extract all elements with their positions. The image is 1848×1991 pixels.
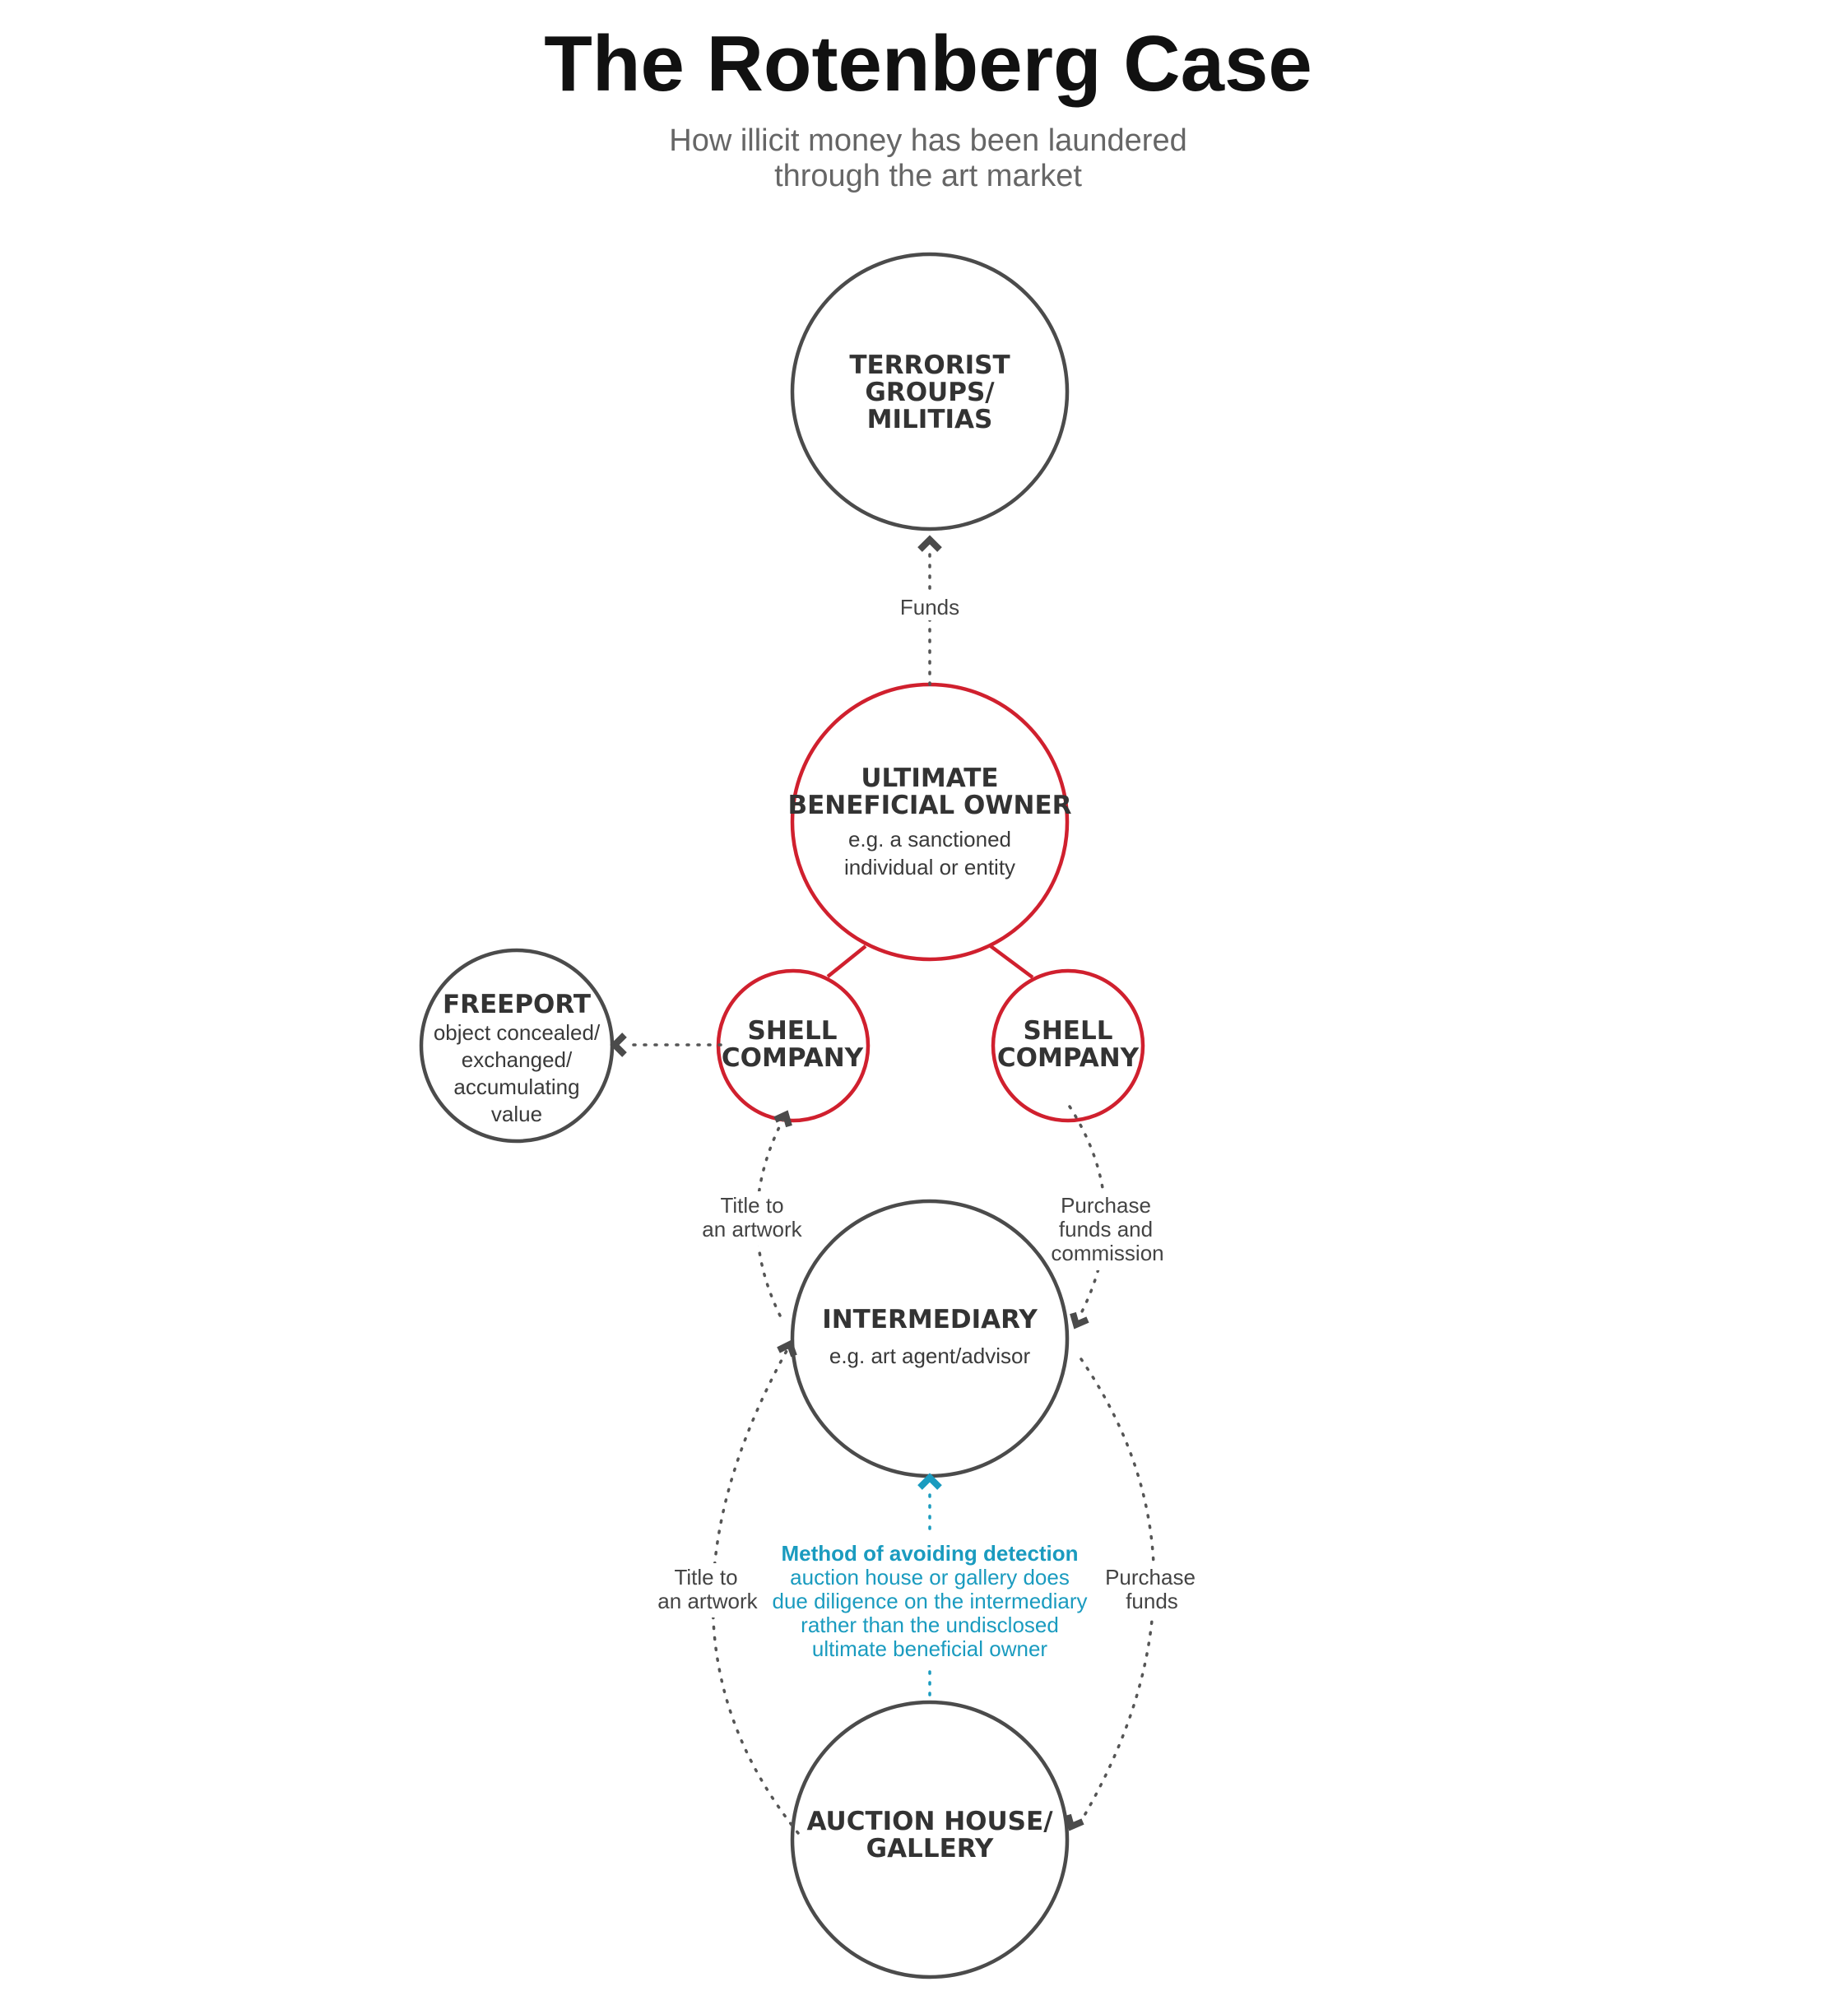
ubo-circle [790, 682, 1070, 962]
page-title: The Rotenberg Case [544, 20, 1312, 108]
title-upper-label-2: an artwork [702, 1217, 802, 1241]
callout-title: Method of avoiding detection [781, 1541, 1078, 1566]
auction-label-1: AUCTION HOUSE/ [806, 1807, 1053, 1836]
purchase-upper-arrow-head [1070, 1311, 1089, 1330]
ubo-sub-2: individual or entity [844, 855, 1015, 879]
title-lower-label-bg [658, 1563, 755, 1617]
freeport-label: FREEPORT [443, 990, 591, 1019]
funds-label-bg [898, 591, 961, 620]
freeport-sub-2: exchanged/ [462, 1047, 573, 1072]
shell-company-right-circle [991, 968, 1145, 1123]
freeport-sub-3: accumulating [453, 1074, 579, 1099]
callout-line-2: due diligence on the intermediary [772, 1589, 1087, 1613]
subtitle-line-1: How illicit money has been laundered [669, 123, 1186, 158]
title-upper-label-bg [704, 1191, 801, 1246]
detection-arrow-head [917, 1473, 942, 1490]
ubo-label-2: BENEFICIAL OWNER [788, 791, 1072, 820]
intermediary-circle [790, 1199, 1070, 1478]
link-ubo-shell-right [989, 944, 1034, 979]
purchase-lower-label-1: Purchase [1105, 1565, 1196, 1590]
callout-line-3: rather than the undisclosed [801, 1613, 1059, 1637]
shell-right-label-2: COMPANY [997, 1043, 1140, 1073]
subtitle-line-2: through the art market [774, 159, 1082, 193]
purchase-upper-arrow-line [1068, 1105, 1107, 1318]
title-upper-arrow-head [773, 1110, 792, 1128]
shell-left-label-1: SHELL [748, 1016, 838, 1046]
terrorist-label-3: MILITIAS [867, 405, 993, 434]
funds-label: Funds [900, 595, 959, 620]
ubo-label-1: ULTIMATE [861, 763, 998, 793]
callout-line-4: ultimate beneficial owner [812, 1636, 1047, 1661]
shell-right-label-1: SHELL [1024, 1016, 1113, 1046]
intermediary-label: INTERMEDIARY [822, 1305, 1038, 1334]
auction-house-circle [790, 1700, 1070, 1979]
title-lower-label-1: Title to [674, 1565, 737, 1590]
shell-left-label-2: COMPANY [722, 1043, 864, 1073]
freeport-arrow-head [610, 1033, 627, 1057]
purchase-lower-label-2: funds [1126, 1589, 1178, 1613]
freeport-sub-4: value [491, 1102, 542, 1126]
purchase-lower-label-bg [1111, 1563, 1193, 1617]
terrorist-label-2: GROUPS/ [865, 378, 995, 407]
callout-line-1: auction house or gallery does [790, 1565, 1070, 1590]
purchase-upper-label-1: Purchase [1061, 1193, 1151, 1218]
terrorist-groups-circle [790, 252, 1070, 531]
purchase-upper-label-2: funds and [1059, 1217, 1153, 1241]
funds-arrow-head [917, 535, 942, 552]
terrorist-label-1: TERRORIST [849, 350, 1010, 380]
link-ubo-shell-left [826, 944, 867, 978]
ubo-sub-1: e.g. a sanctioned [848, 827, 1011, 852]
purchase-upper-label-3: commission [1051, 1241, 1163, 1265]
purchase-lower-arrow-head [1065, 1813, 1084, 1831]
freeport-sub-1: object concealed/ [434, 1020, 601, 1045]
title-upper-label-1: Title to [720, 1193, 783, 1218]
purchase-upper-label-bg [1055, 1191, 1158, 1270]
title-lower-arrow-head [777, 1339, 797, 1358]
title-lower-label-2: an artwork [657, 1589, 758, 1613]
title-lower-arrow-line [711, 1349, 800, 1835]
auction-label-2: GALLERY [866, 1834, 994, 1863]
intermediary-sub: e.g. art agent/advisor [829, 1344, 1031, 1368]
